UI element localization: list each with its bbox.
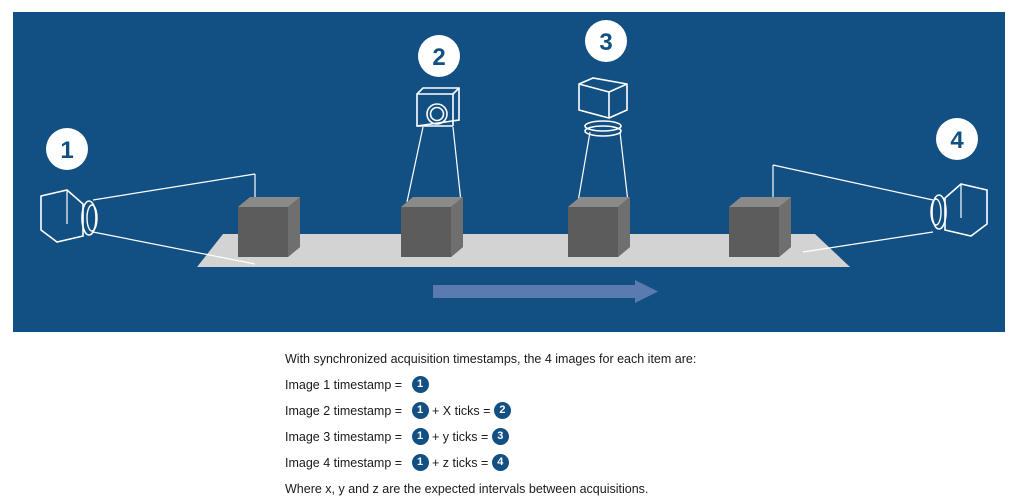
timestamp-line-1: Image 1 timestamp = 1 [285,372,925,398]
camera-badge-1: 1 [46,128,88,170]
svg-text:4: 4 [950,127,964,154]
svg-text:3: 3 [599,29,612,56]
timestamp-formula: + X ticks = [432,404,491,418]
direction-arrow-icon [433,280,658,303]
diagram-canvas: 1 2 3 4 [40,20,988,303]
item-box-2 [401,197,463,257]
camera-4-icon [930,183,988,237]
timestamp-formula: + y ticks = [432,430,489,444]
camera-view-lines [92,126,934,265]
timestamp-label: Image 4 timestamp = [285,456,406,470]
caption-intro: With synchronized acquisition timestamps… [285,352,697,366]
camera-badge-4: 4 [936,118,978,160]
base-badge: 1 [411,375,429,393]
timestamp-label: Image 3 timestamp = [285,430,406,444]
timestamp-label: Image 2 timestamp = [285,404,406,418]
camera-badge-3: 3 [585,20,627,62]
result-badge: 4 [491,453,509,471]
item-box-3 [568,197,630,257]
result-badge: 3 [491,427,509,445]
base-badge: 1 [411,427,429,445]
base-badge: 1 [411,401,429,419]
camera-badge-2: 2 [418,35,460,77]
camera-1-icon [40,189,98,243]
camera-3-icon [578,77,628,137]
conveyor-belt [197,234,850,267]
item-box-1 [238,197,300,257]
timestamp-line-3: Image 3 timestamp = 1 + y ticks = 3 [285,424,925,450]
timestamp-line-4: Image 4 timestamp = 1 + z ticks = 4 [285,450,925,476]
base-badge: 1 [411,453,429,471]
caption-footer: Where x, y and z are the expected interv… [285,482,649,496]
item-box-4 [729,197,791,257]
timestamp-formula: + z ticks = [432,456,489,470]
timestamp-caption: With synchronized acquisition timestamps… [285,346,925,502]
svg-text:1: 1 [60,137,73,164]
result-badge: 2 [493,401,511,419]
svg-text:2: 2 [432,44,445,71]
timestamp-label: Image 1 timestamp = [285,378,406,392]
camera-2-icon [416,87,460,127]
timestamp-line-2: Image 2 timestamp = 1 + X ticks = 2 [285,398,925,424]
inspection-line-diagram: 1 2 3 4 [13,12,1005,332]
